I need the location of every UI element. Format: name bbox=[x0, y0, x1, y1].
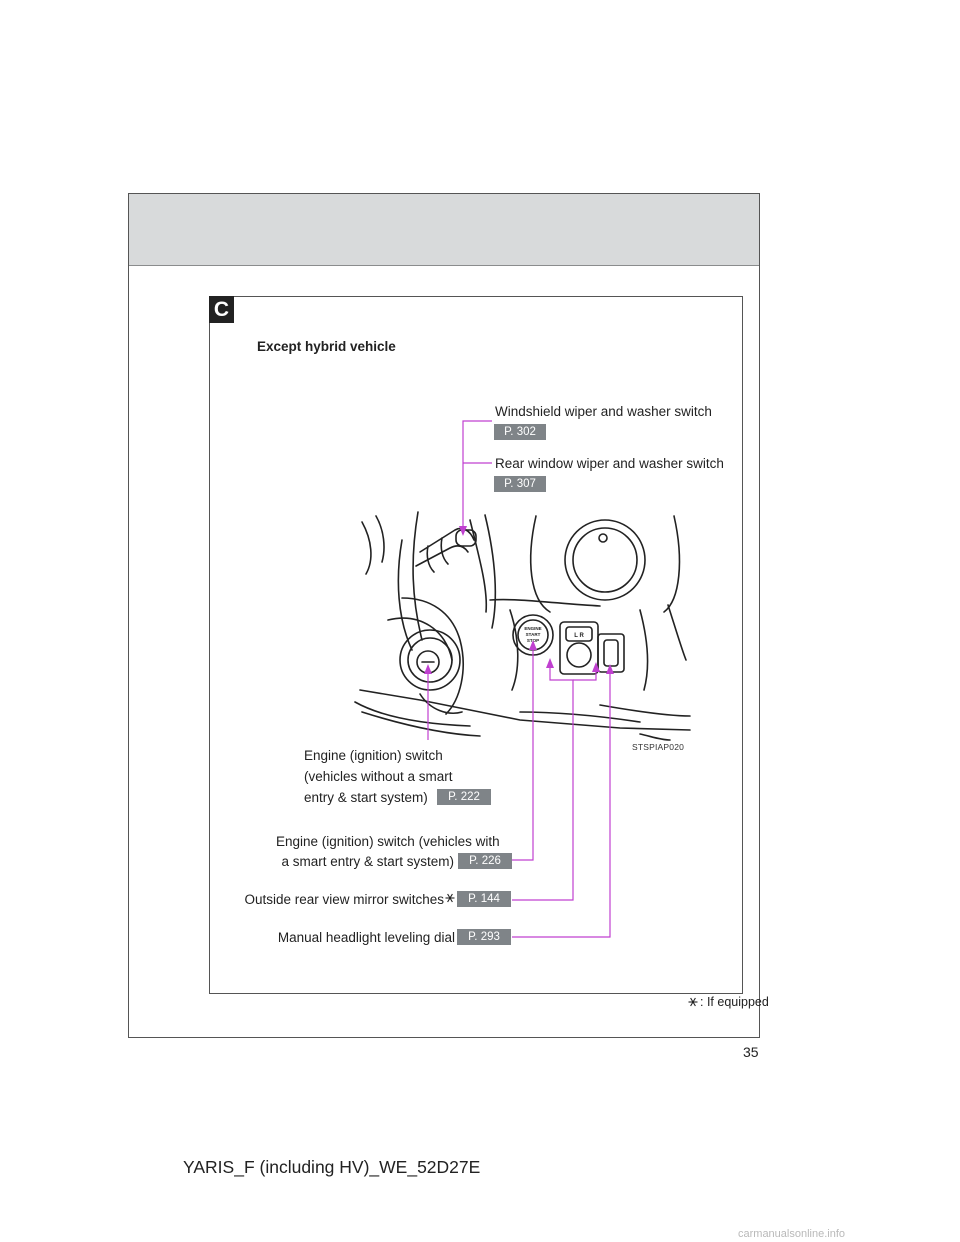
leader-engine-smart bbox=[512, 648, 534, 861]
leader-headlight bbox=[512, 672, 611, 938]
button-text-engine: ENGINE bbox=[524, 626, 541, 631]
steering-column bbox=[397, 539, 413, 651]
page-ref-wiper[interactable]: P. 302 bbox=[494, 424, 546, 440]
document-code: YARIS_F (including HV)_WE_52D27E bbox=[183, 1157, 481, 1177]
label-engine-smart-line1: Engine (ignition) switch (vehicles with bbox=[276, 834, 500, 849]
dash-lower-panel bbox=[359, 689, 691, 731]
steering-wheel-rim bbox=[361, 521, 372, 575]
page-frame bbox=[128, 193, 760, 1038]
ignition-bezel bbox=[399, 629, 461, 691]
page-ref-engine-key[interactable]: P. 222 bbox=[437, 789, 491, 805]
page-number: 35 bbox=[743, 1044, 759, 1060]
page-ref-rear-wiper[interactable]: P. 307 bbox=[494, 476, 546, 492]
gauge-dial bbox=[564, 519, 646, 601]
gauge-housing bbox=[529, 515, 551, 613]
leader-wiper bbox=[462, 420, 492, 528]
label-engine-key-line3: entry & start system) bbox=[304, 790, 428, 805]
mirror-joystick bbox=[566, 642, 592, 668]
header-band bbox=[129, 194, 759, 266]
label-engine-key-line1: Engine (ignition) switch bbox=[304, 748, 443, 763]
subheading: Except hybrid vehicle bbox=[257, 339, 396, 354]
mirror-lr-text: L R bbox=[574, 633, 584, 639]
page-ref-mirror[interactable]: P. 144 bbox=[457, 891, 511, 907]
watermark: carmanualsonline.info bbox=[738, 1228, 846, 1240]
button-text-start: START bbox=[526, 632, 541, 637]
label-wiper: Windshield wiper and washer switch bbox=[495, 404, 712, 419]
image-code: STSPIAP020 bbox=[632, 742, 685, 752]
label-rear-wiper: Rear window wiper and washer switch bbox=[495, 456, 724, 471]
section-tab: C bbox=[209, 296, 234, 323]
asterisk-mirror bbox=[445, 893, 455, 903]
label-engine-key-line2: (vehicles without a smart bbox=[304, 769, 453, 784]
asterisk-footnote bbox=[688, 997, 698, 1007]
label-engine-smart-line2: a smart entry & start system) bbox=[281, 854, 454, 869]
footnote: : If equipped bbox=[700, 995, 769, 1009]
leader-mirror bbox=[512, 666, 574, 901]
label-mirror: Outside rear view mirror switches bbox=[244, 892, 444, 907]
page-ref-engine-smart[interactable]: P. 226 bbox=[458, 853, 512, 869]
page-ref-headlight[interactable]: P. 293 bbox=[457, 929, 511, 945]
section-box bbox=[209, 296, 743, 994]
label-headlight: Manual headlight leveling dial bbox=[277, 930, 455, 945]
column-cover bbox=[401, 597, 464, 715]
